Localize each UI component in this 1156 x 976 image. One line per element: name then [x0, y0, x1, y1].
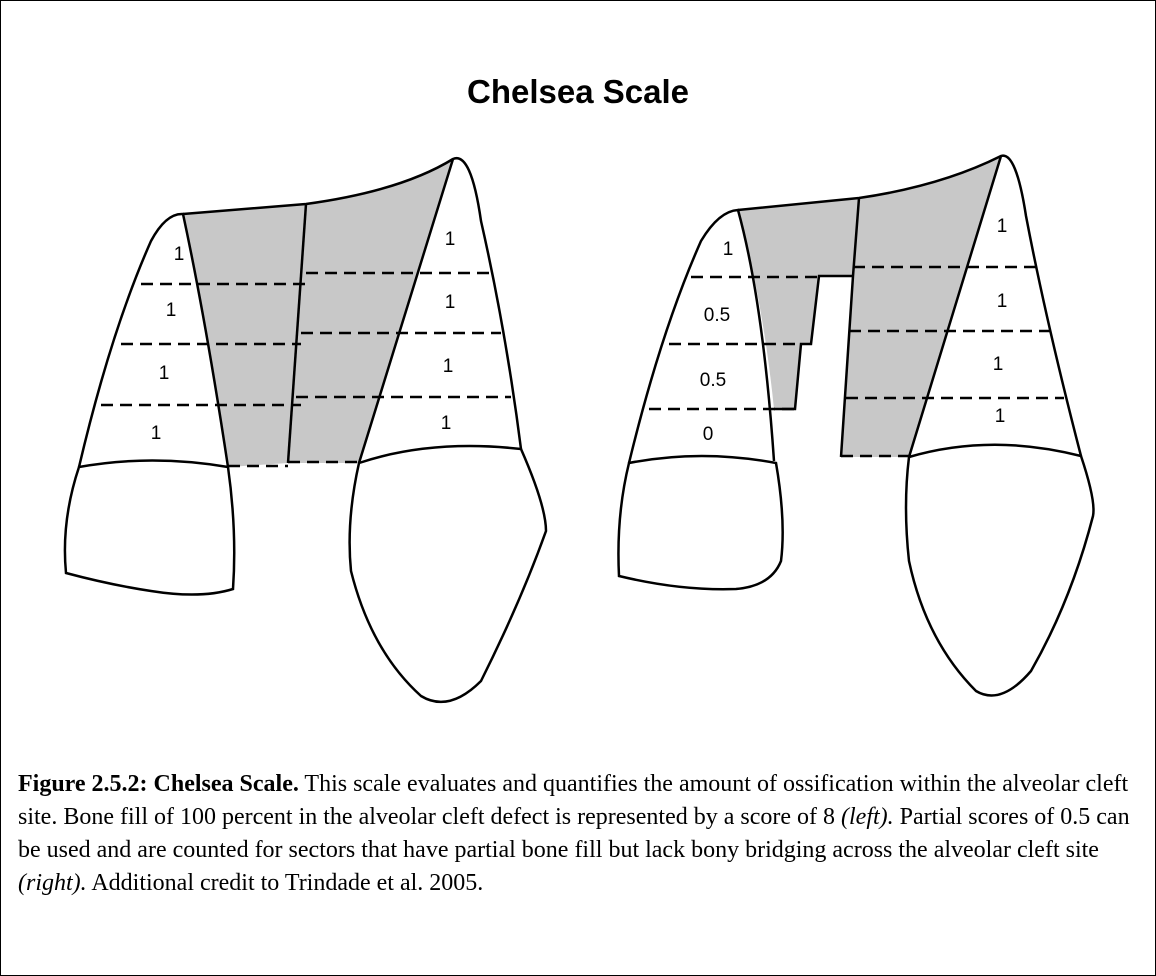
right-figure: 1 0.5 0.5 0 1 1 1 1 [617, 154, 1095, 697]
left-fig-left-label: 1 [159, 363, 170, 384]
left-figure: 1 1 1 1 1 1 1 1 [63, 156, 548, 704]
right-fig-bone-fill [841, 156, 1001, 457]
caption-text: Additional credit to Trindade et al. 200… [86, 870, 484, 896]
right-fig-left-label: 0.5 [704, 305, 730, 326]
left-fig-right-label: 1 [445, 229, 456, 250]
left-fig-right-label: 1 [441, 413, 452, 434]
figure-title: Chelsea Scale [467, 73, 689, 110]
left-tooth-crown [617, 454, 784, 591]
right-fig-right-label: 1 [993, 354, 1004, 375]
chelsea-scale-diagram: 1 1 1 1 1 1 1 1 [63, 154, 1095, 704]
left-fig-left-label: 1 [174, 244, 185, 265]
left-bone-top-edge [182, 157, 454, 216]
left-tooth-root [627, 208, 776, 464]
figure-caption: Figure 2.5.2: Chelsea Scale. This scale … [18, 768, 1143, 900]
left-bone-fill [183, 159, 453, 467]
right-fig-right-label: 1 [997, 291, 1008, 312]
left-fig-right-label: 1 [445, 292, 456, 313]
right-sector-divider [839, 197, 861, 458]
left-tooth-root [77, 212, 230, 468]
caption-text: Partial scores of 0.5 can be used and ar… [18, 804, 1130, 863]
right-tooth-root [907, 154, 1083, 458]
right-fig-right-label: 1 [997, 216, 1008, 237]
caption-label: Figure 2.5.2: Chelsea Scale. [18, 771, 299, 797]
left-fig-left-label: 1 [151, 423, 162, 444]
right-fig-left-label: 1 [723, 239, 734, 260]
right-bone-top-edge [737, 154, 1002, 212]
right-fig-left-label: 0.5 [700, 370, 726, 391]
right-tooth-crown [348, 444, 548, 704]
caption-italic: (left). [841, 804, 894, 830]
right-fig-left-label: 0 [703, 424, 714, 445]
right-fig-right-label: 1 [995, 406, 1006, 427]
right-tooth-root [357, 156, 523, 464]
right-fig-partial-bone-fill [738, 198, 859, 409]
left-sector-divider [286, 203, 308, 464]
left-tooth-crown [63, 459, 236, 596]
caption-italic: (right). [18, 870, 87, 896]
left-fig-right-label: 1 [443, 356, 454, 377]
right-tooth-crown [904, 443, 1095, 697]
caption-text: This scale evaluates and quantifies the … [18, 771, 1129, 830]
left-fig-left-label: 1 [166, 300, 177, 321]
